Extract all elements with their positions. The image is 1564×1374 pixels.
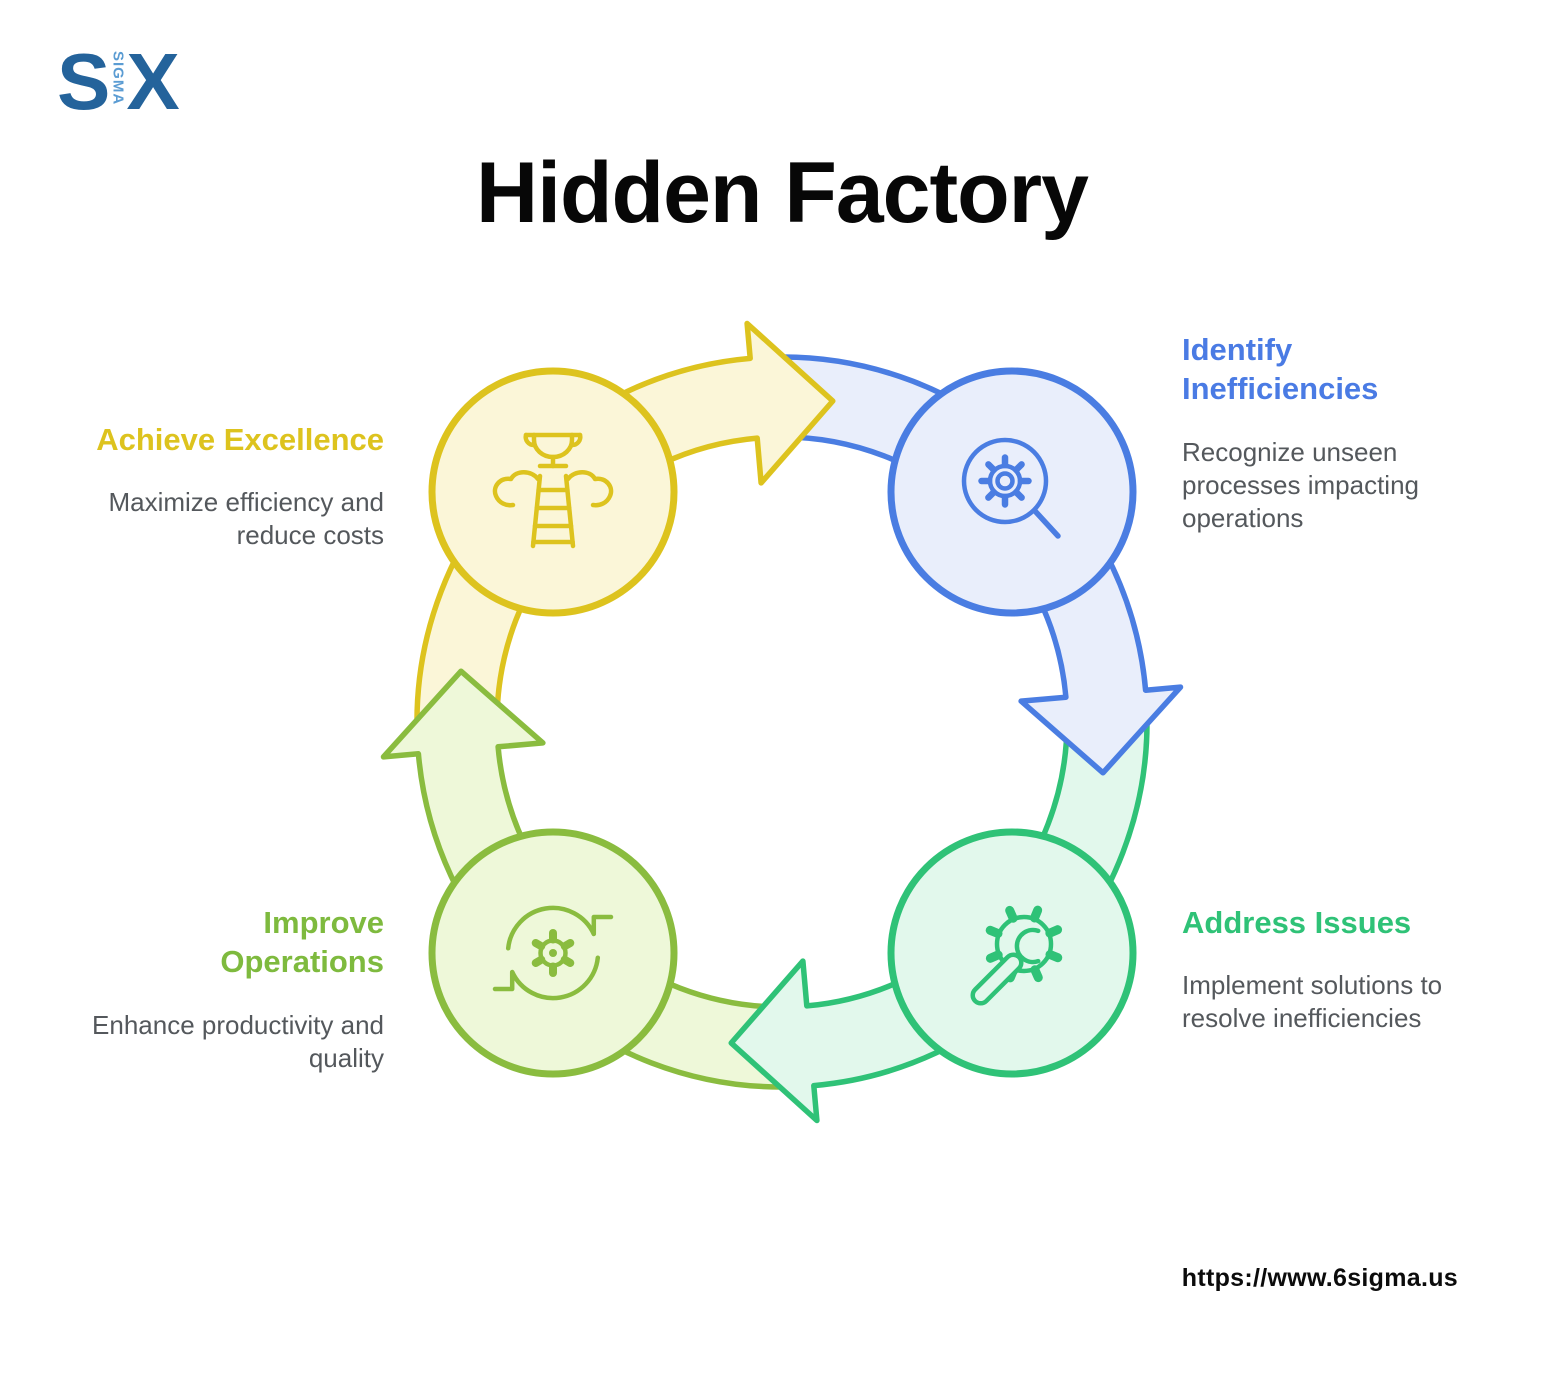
- gear-tooth: [1005, 905, 1018, 923]
- gear-tooth: [985, 925, 1003, 938]
- step-title: Achieve Excellence: [96, 422, 384, 457]
- step-title: Address Issues: [1182, 905, 1412, 940]
- logo-letter-s: S: [57, 37, 110, 126]
- refresh-gear-icon: [492, 905, 614, 1001]
- magnifier-gear-icon: [961, 437, 1061, 539]
- gear-tooth: [1045, 950, 1063, 963]
- trophy-ladder-icon: [492, 432, 614, 549]
- page-title: Hidden Factory: [476, 145, 1089, 241]
- step-label-achieve-excellence: Achieve Excellence Maximize efficiency a…: [58, 420, 384, 552]
- step-title: Identify Inefficiencies: [1182, 332, 1379, 407]
- wrench-gear-icon: [970, 905, 1063, 1006]
- gear-tooth: [560, 955, 575, 967]
- step-title: Improve Operations: [220, 905, 384, 980]
- logo-sigma-vertical: SIGMA: [109, 51, 127, 106]
- gear-tooth: [985, 950, 1003, 963]
- gear-tooth: [531, 955, 546, 967]
- step-label-identify-inefficiencies: Identify Inefficiencies Recognize unseen…: [1182, 330, 1482, 535]
- gear-tooth: [531, 939, 546, 951]
- gear-tooth: [1045, 925, 1063, 938]
- gear-tooth: [560, 939, 575, 951]
- gear-tooth: [1030, 965, 1043, 983]
- gear-tooth: [1013, 489, 1025, 501]
- step-description: Enhance productivity and quality: [92, 1009, 384, 1073]
- step-label-address-issues: Address Issues Implement solutions to re…: [1182, 903, 1492, 1035]
- step-description: Maximize efficiency and reduce costs: [108, 487, 384, 551]
- gear-tooth: [985, 461, 997, 473]
- gear-tooth: [1030, 905, 1043, 923]
- six-sigma-logo: S SIGMA X: [57, 37, 180, 126]
- gear-tooth: [1013, 461, 1025, 473]
- website-url: https://www.6sigma.us: [1181, 1264, 1458, 1292]
- gear-tooth: [985, 489, 997, 501]
- step-label-improve-operations: Improve Operations Enhance productivity …: [58, 903, 384, 1075]
- logo-letter-x: X: [126, 37, 179, 126]
- step-description: Recognize unseen processes impacting ope…: [1182, 436, 1419, 533]
- step-description: Implement solutions to resolve inefficie…: [1182, 970, 1443, 1034]
